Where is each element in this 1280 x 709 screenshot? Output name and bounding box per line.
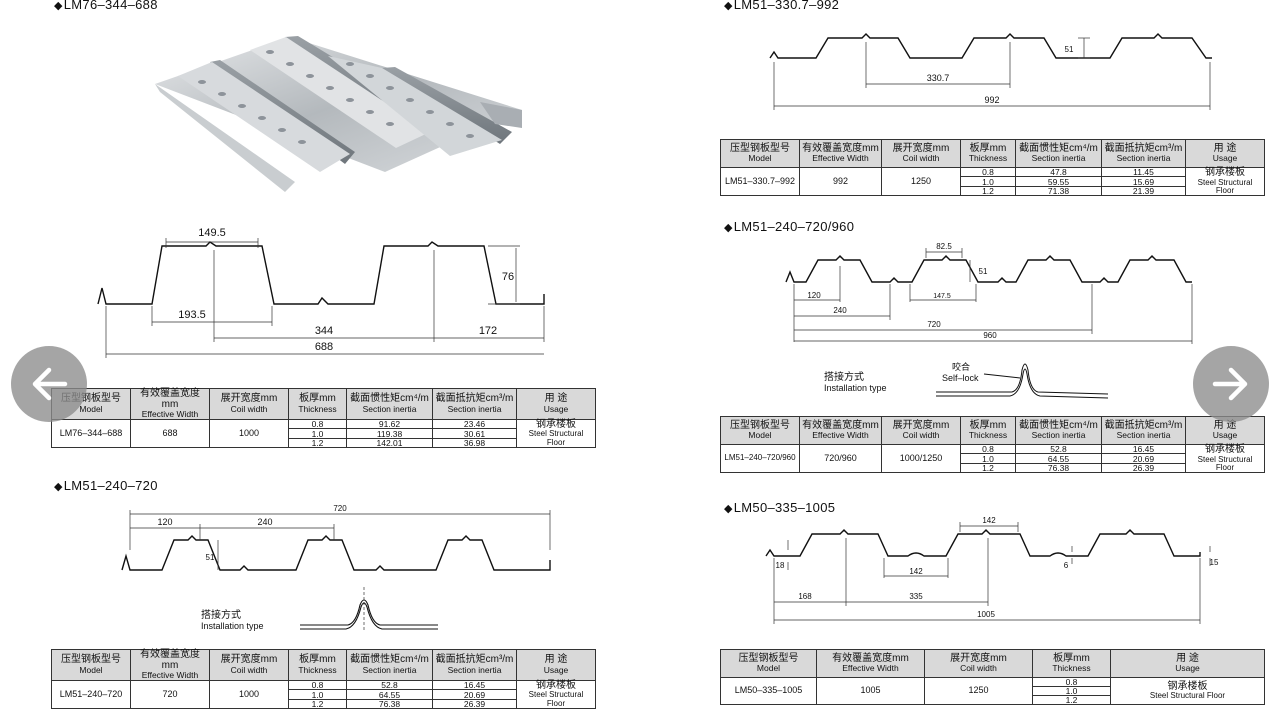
dim-label: 142: [909, 567, 923, 576]
diamond-bullet-icon: ◆: [54, 0, 63, 12]
lm51-720-profile-drawing: 720 120 240 51: [121, 504, 551, 571]
dim-label: 51: [206, 553, 215, 562]
lm50-profile-drawing: 142 18 142 6 15 168 335 1005: [765, 516, 1219, 624]
self-lock-diagram: [936, 363, 1109, 399]
self-lock-label: 咬合 Self–lock: [942, 362, 979, 383]
installation-type-label: 搭接方式 Installation type: [201, 610, 264, 631]
lm51-960-profile-drawing: 82.5 51 120 147.5 240 720 960: [785, 242, 1193, 344]
dim-label: 344: [315, 325, 333, 337]
section-title-lm51-960: ◆LM51–240–720/960: [724, 219, 855, 234]
diamond-bullet-icon: ◆: [54, 481, 63, 493]
section-title-lm51-720: ◆LM51–240–720: [54, 478, 158, 493]
dim-label: 147.5: [933, 293, 951, 300]
dim-label: 335: [909, 592, 923, 601]
dim-label: 82.5: [936, 242, 952, 251]
next-page-button[interactable]: [1193, 346, 1269, 422]
dim-label: 51: [979, 267, 988, 276]
dim-label: 992: [984, 95, 999, 105]
diamond-bullet-icon: ◆: [724, 0, 733, 12]
diamond-bullet-icon: ◆: [724, 222, 733, 234]
dim-label: 51: [1065, 45, 1074, 54]
dim-label: 120: [157, 517, 172, 527]
dim-label: 330.7: [927, 73, 950, 83]
dim-label: 720: [927, 320, 941, 329]
table-row: LM51–330.7–992 992 1250 0.8 47.8 11.45 钢…: [720, 166, 1265, 197]
dim-label: 149.5: [198, 227, 226, 239]
previous-page-button[interactable]: [11, 346, 87, 422]
dim-label: 193.5: [178, 309, 206, 321]
table-row: 1.2 71.38 21.39: [721, 185, 1265, 197]
steel-deck-photo: [155, 36, 522, 192]
dim-label: 1005: [977, 610, 995, 619]
dim-label: 240: [833, 306, 847, 315]
table-row: 1.2 142.01 36.98: [52, 437, 596, 449]
table-row: LM76–344–688 688 1000 0.8 91.62 23.46 钢承…: [51, 418, 596, 449]
dim-label: 142: [982, 516, 996, 525]
diamond-bullet-icon: ◆: [724, 503, 733, 515]
dim-label: 240: [257, 517, 272, 527]
table-row: 1.2 76.38 26.39: [721, 462, 1265, 474]
lm51-992-profile-drawing: 51 330.7 992: [769, 33, 1212, 110]
dim-label: 76: [502, 271, 514, 283]
dim-label: 960: [983, 331, 997, 340]
lm76-profile-drawing: 149.5 76 193.5 344 172 688: [97, 227, 545, 358]
arrow-left-icon: [32, 367, 68, 401]
dim-label: 172: [479, 325, 497, 337]
dim-label: 6: [1064, 561, 1069, 570]
table-row: 1.2 76.38 26.39: [52, 698, 596, 709]
dim-label: 688: [315, 341, 333, 353]
section-title-lm76: ◆LM76–344–688: [54, 0, 158, 12]
dim-label: 15: [1210, 558, 1219, 567]
table-row: LM51–240–720 720 1000 0.8 52.8 16.45 钢承楼…: [51, 679, 596, 709]
installation-type-diagram: [300, 587, 438, 631]
section-title-lm50: ◆LM50–335–1005: [724, 500, 836, 515]
dim-label: 18: [776, 561, 785, 570]
table-row: 1.2: [721, 695, 1265, 705]
dim-label: 720: [333, 504, 347, 513]
installation-type-label: 搭接方式 Installation type: [824, 372, 887, 393]
dim-label: 120: [807, 291, 821, 300]
arrow-right-icon: [1212, 367, 1248, 401]
dim-label: 168: [798, 592, 812, 601]
section-title-lm51-992: ◆LM51–330.7–992: [724, 0, 840, 12]
table-row: LM51–240–720/960 720/960 1000/1250 0.8 5…: [720, 443, 1265, 474]
